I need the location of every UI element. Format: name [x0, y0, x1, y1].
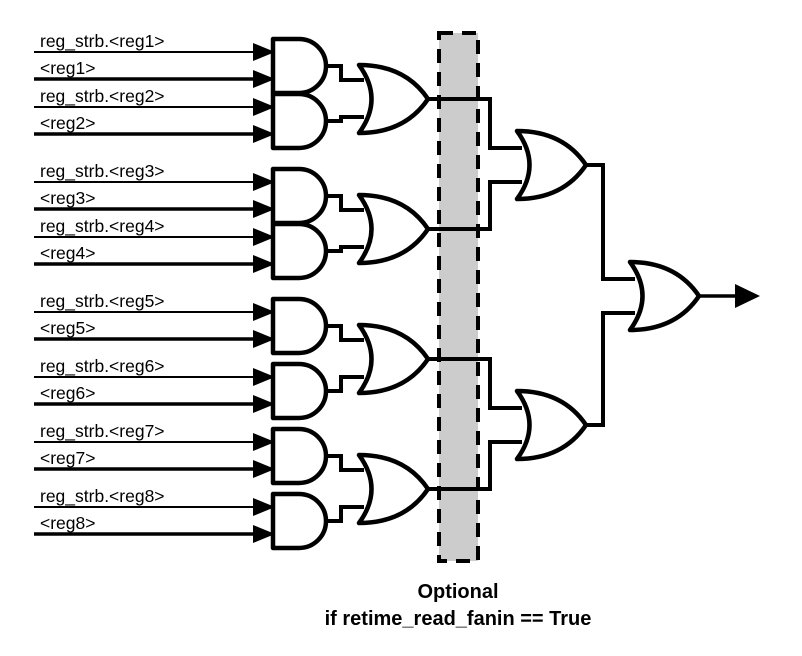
or-gate-final	[627, 259, 702, 333]
arrowhead-data-2	[253, 125, 275, 143]
label-strobe-1: reg_strb.<reg1>	[40, 31, 165, 52]
wire-and2-to-or12	[326, 115, 364, 123]
label-data-3: <reg3>	[40, 188, 95, 208]
arrowhead-output	[735, 284, 760, 308]
arrowhead-data-8	[253, 525, 275, 543]
arrowhead-data-4	[253, 255, 275, 273]
wire-and3-to-or34	[326, 194, 364, 212]
or-gate-upper	[514, 128, 589, 202]
or1-to-or2-wires	[428, 97, 522, 491]
and-gate-2	[270, 91, 329, 151]
or-gate-lower	[514, 388, 589, 462]
label-strobe-2: reg_strb.<reg2>	[40, 86, 165, 107]
or-gate-5-6	[356, 322, 431, 396]
and-gate-3	[270, 166, 329, 226]
or-gate-1-2	[356, 62, 431, 136]
input-wires	[34, 43, 275, 543]
arrowhead-strobe-4	[253, 228, 275, 246]
arrowhead-strobe-3	[253, 173, 275, 191]
wire-and6-to-or56	[326, 375, 364, 393]
wire-and8-to-or78	[326, 505, 364, 523]
wire-and7-to-or78	[326, 454, 364, 472]
wire-or56-to-or-lower	[428, 357, 522, 410]
and-gate-1	[270, 36, 329, 96]
label-strobe-4: reg_strb.<reg4>	[40, 216, 165, 237]
arrowhead-strobe-5	[253, 303, 275, 321]
and-gate-bank	[270, 36, 329, 551]
or-gate-3-4	[356, 192, 431, 266]
output-stage	[627, 259, 760, 333]
or-gate-level1-bank	[356, 62, 431, 526]
arrowhead-data-1	[253, 70, 275, 88]
label-strobe-3: reg_strb.<reg3>	[40, 161, 165, 182]
wire-and4-to-or34	[326, 245, 364, 253]
label-strobe-7: reg_strb.<reg7>	[40, 421, 165, 442]
arrowhead-strobe-7	[253, 433, 275, 451]
wire-or-lower-to-final	[586, 311, 635, 427]
wire-or34-to-or-upper	[428, 180, 522, 231]
arrowhead-strobe-6	[253, 368, 275, 386]
wire-or12-to-or-upper	[428, 97, 522, 150]
and-gate-4	[270, 221, 329, 281]
label-data-6: <reg6>	[40, 383, 95, 403]
wire-and5-to-or56	[326, 324, 364, 342]
or-gate-level2-bank	[514, 128, 589, 462]
or2-to-final-wires	[586, 163, 635, 427]
arrowhead-data-6	[253, 395, 275, 413]
and-gate-8	[270, 491, 329, 551]
arrowhead-strobe-8	[253, 498, 275, 516]
label-data-4: <reg4>	[40, 243, 95, 263]
wire-and1-to-or12	[326, 64, 364, 82]
signal-labels: reg_strb.<reg1> <reg1> reg_strb.<reg2> <…	[40, 31, 165, 533]
caption-line-1: Optional	[417, 581, 498, 603]
caption-line-2: if retime_read_fanin == True	[325, 608, 592, 630]
label-data-5: <reg5>	[40, 318, 95, 338]
label-strobe-5: reg_strb.<reg5>	[40, 291, 165, 312]
arrowhead-data-7	[253, 460, 275, 478]
and-gate-7	[270, 426, 329, 486]
label-strobe-8: reg_strb.<reg8>	[40, 486, 165, 507]
arrowhead-strobe-2	[253, 98, 275, 116]
wire-or78-to-or-lower	[428, 440, 522, 491]
label-data-2: <reg2>	[40, 113, 95, 133]
optional-retime-region	[437, 31, 480, 563]
and-to-or1-wires	[326, 64, 364, 523]
and-gate-5	[270, 296, 329, 356]
label-data-8: <reg8>	[40, 513, 95, 533]
arrowhead-data-5	[253, 330, 275, 348]
and-gate-6	[270, 361, 329, 421]
or-gate-7-8	[356, 452, 431, 526]
arrowhead-data-3	[253, 200, 275, 218]
wire-or-upper-to-final	[586, 163, 635, 281]
label-data-1: <reg1>	[40, 58, 95, 78]
label-strobe-6: reg_strb.<reg6>	[40, 356, 165, 377]
optional-region-box	[437, 31, 480, 563]
optional-caption: Optional if retime_read_fanin == True	[325, 581, 592, 630]
arrowhead-strobe-1	[253, 43, 275, 61]
label-data-7: <reg7>	[40, 448, 95, 468]
